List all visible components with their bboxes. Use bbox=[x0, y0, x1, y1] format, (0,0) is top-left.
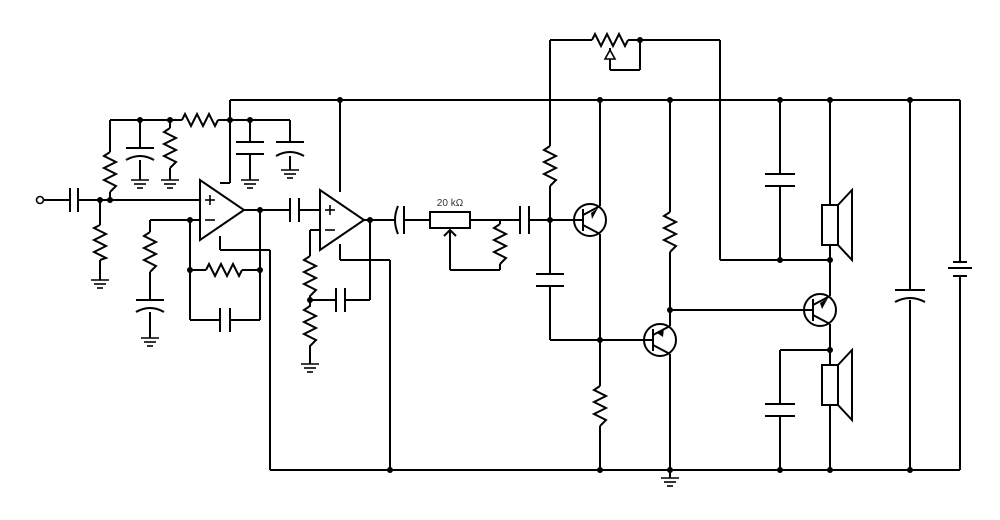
battery-icon bbox=[948, 261, 972, 277]
ground-icon bbox=[661, 477, 679, 487]
resistor-icon bbox=[591, 31, 629, 49]
resistor-icon bbox=[591, 385, 609, 427]
capacitor-icon bbox=[335, 288, 346, 312]
ground-icon bbox=[241, 179, 259, 189]
speaker-icon bbox=[821, 187, 853, 263]
npn-transistor-icon bbox=[573, 203, 607, 237]
resistor-icon bbox=[491, 223, 509, 265]
ground-icon bbox=[141, 337, 159, 347]
ground-icon bbox=[91, 279, 109, 289]
resistor-icon bbox=[661, 211, 679, 253]
op-amp-icon bbox=[199, 178, 246, 242]
resistor-icon bbox=[301, 255, 319, 300]
speaker-icon bbox=[821, 347, 853, 423]
wires bbox=[44, 39, 961, 478]
resistor-icon bbox=[181, 111, 219, 129]
op-amp-icon bbox=[319, 188, 366, 252]
resistor-icon bbox=[301, 300, 319, 356]
potentiometer-icon bbox=[429, 211, 471, 240]
trimmer-wiper-icon bbox=[603, 48, 617, 70]
input-terminal bbox=[35, 195, 45, 205]
ground-icon bbox=[161, 179, 179, 189]
ground-icon bbox=[131, 179, 149, 189]
capacitor-icon bbox=[394, 205, 405, 235]
npn-transistor-icon bbox=[803, 293, 837, 327]
ground-icon bbox=[281, 169, 299, 179]
capacitor-icon bbox=[289, 198, 300, 222]
capacitor-icon bbox=[765, 403, 795, 417]
capacitor-icon bbox=[135, 299, 165, 313]
capacitor-icon bbox=[69, 188, 79, 212]
ground-icon bbox=[301, 363, 319, 373]
potentiometer-label: 20 kΩ bbox=[437, 198, 464, 209]
capacitor-icon bbox=[236, 141, 264, 155]
capacitor-icon bbox=[219, 308, 231, 332]
resistor-icon bbox=[91, 224, 109, 261]
pnp-transistor-icon bbox=[643, 323, 677, 357]
capacitor-icon bbox=[125, 147, 155, 161]
resistor-icon bbox=[141, 231, 159, 273]
capacitor-icon bbox=[765, 173, 795, 187]
resistor-icon bbox=[205, 261, 243, 279]
capacitor-icon bbox=[519, 206, 530, 234]
resistor-icon bbox=[101, 151, 119, 193]
capacitor-icon bbox=[536, 273, 564, 287]
resistor-icon bbox=[161, 127, 179, 169]
capacitor-icon bbox=[275, 141, 305, 157]
resistor-icon bbox=[541, 145, 559, 187]
junction-dots bbox=[97, 37, 913, 473]
capacitor-icon bbox=[894, 289, 926, 303]
